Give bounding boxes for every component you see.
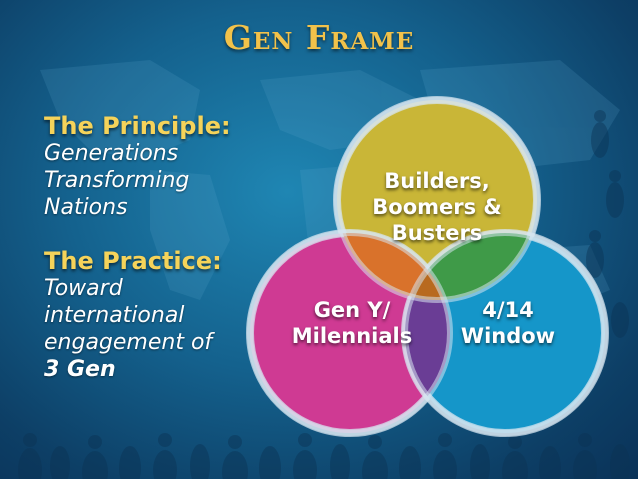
venn-label-window: 4/14 Window [443,297,573,349]
principle-line: Transforming [44,168,190,193]
principle-line: Generations [44,141,179,166]
venn-label-line: 4/14 [482,298,534,322]
venn-label-line: Builders, [384,169,490,193]
venn-overlap-top-right [405,233,537,300]
slide-title: Gen Frame [223,18,415,57]
principle-line: Nations [44,195,128,220]
practice-heading: The Practice: [44,247,222,275]
venn-label-builders: Builders, Boomers & Busters [357,168,517,246]
crowd-silhouettes [18,110,630,479]
practice-line: engagement of [44,330,213,355]
venn-overlap-top-left [337,233,450,300]
practice-emphasis: 3 Gen [44,357,116,382]
venn-label-line: Milennials [291,324,413,348]
venn-label-line: Window [460,324,556,348]
venn-label-line: Busters [391,221,483,245]
practice-block: The Practice: Toward international engag… [44,247,222,383]
venn-label-line: Gen Y/ [313,298,391,322]
venn-label-milennials: Gen Y/ Milennials [272,297,432,349]
principle-block: The Principle: Generations Transforming … [44,112,231,221]
practice-line: international [44,303,185,328]
principle-heading: The Principle: [44,112,231,140]
practice-line: Toward [44,276,123,301]
venn-label-line: Boomers & [372,195,502,219]
